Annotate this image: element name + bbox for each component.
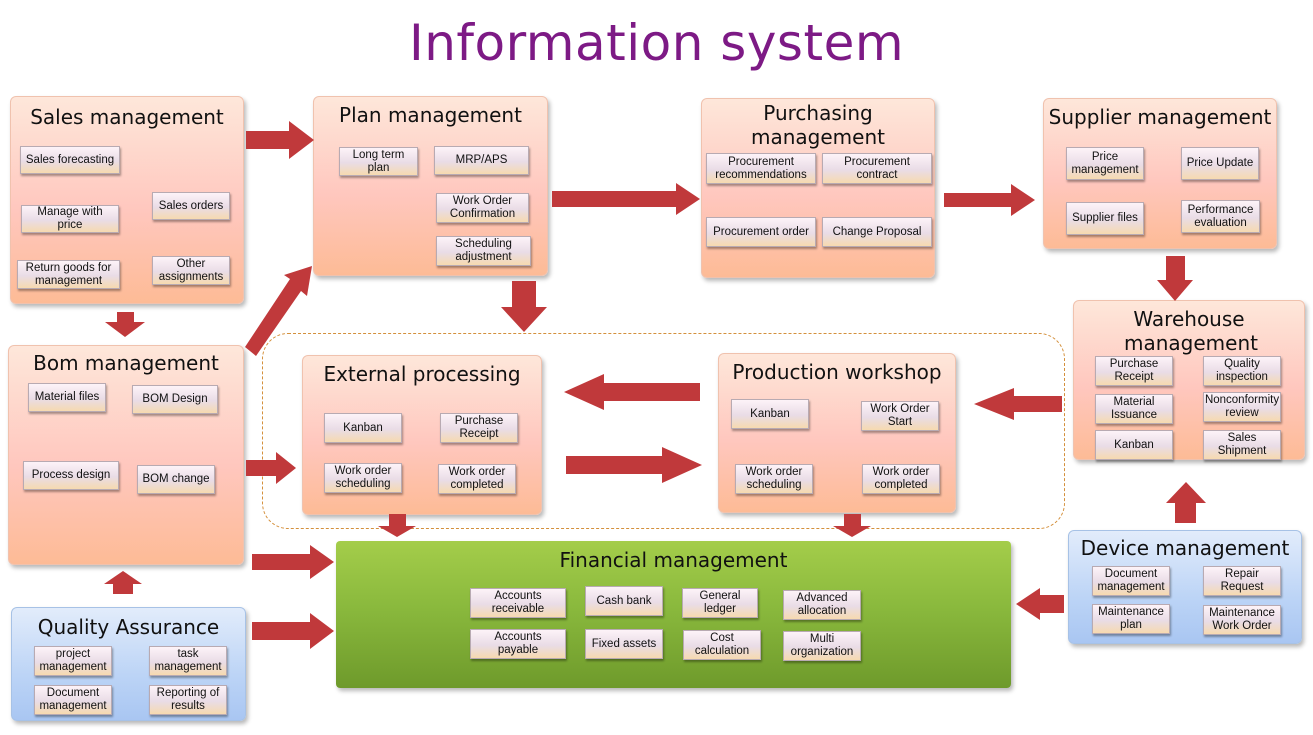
arrow-supplier-to-warehouse [1157,256,1193,301]
procurement-recommendations-item: Procurement recommendations [706,153,816,184]
device-document-management-item: Document management [1092,566,1170,596]
cost-calculation-item: Cost calculation [683,630,761,660]
fixed-assets-item: Fixed assets [585,629,663,659]
external-purchase-receipt-item: Purchase Receipt [440,413,518,443]
plan-management-module: Plan management Long term plan MRP/APS W… [313,96,548,276]
external-work-order-completed-item: Work order completed [438,464,516,494]
sales-management-title: Sales management [30,105,224,129]
warehouse-purchase-receipt-item: Purchase Receipt [1095,356,1173,386]
quality-assurance-module: Quality Assurance project management tas… [11,607,246,721]
quality-inspection-item: Quality inspection [1203,356,1281,386]
work-order-confirmation-item: Work Order Confirmation [436,193,529,223]
external-processing-title: External processing [323,362,521,386]
accounts-receivable-item: Accounts receivable [470,588,566,618]
qa-document-management-item: Document management [34,685,112,715]
arrow-device-to-warehouse [1166,482,1206,523]
reporting-of-results-item: Reporting of results [149,685,227,715]
supplier-files-item: Supplier files [1066,202,1144,235]
performance-evaluation-item: Performance evaluation [1181,200,1260,233]
sales-forecasting-item: Sales forecasting [20,146,120,174]
device-management-module: Device management Document management Re… [1068,530,1302,644]
general-ledger-item: General ledger [682,588,758,618]
quality-assurance-title: Quality Assurance [37,615,220,639]
arrow-warehouse-to-production [974,388,1062,420]
purchasing-management-module: Purchasing management Procurement recomm… [701,98,935,278]
scheduling-adjustment-item: Scheduling adjustment [436,236,531,266]
production-workshop-title: Production workshop [732,360,942,384]
arrow-bom-to-financial [252,545,334,579]
other-assignments-item: Other assignments [152,256,230,285]
financial-management-module: Financial management Accounts receivable… [336,541,1011,688]
device-management-title: Device management [1080,536,1290,560]
sales-management-module: Sales management Sales forecasting Manag… [10,96,244,304]
bom-change-item: BOM change [137,465,215,494]
arrow-quality-to-bom [104,571,142,594]
cash-bank-item: Cash bank [585,586,663,616]
bom-management-title: Bom management [33,351,219,375]
arrow-bom-to-plan [245,266,312,356]
financial-management-title: Financial management [559,548,788,572]
arrow-plan-to-purchasing [552,183,700,215]
warehouse-kanban-item: Kanban [1095,430,1173,460]
long-term-plan-item: Long term plan [339,147,418,176]
supplier-management-title: Supplier management [1048,105,1272,129]
arrow-device-to-financial [1016,588,1064,620]
production-work-order-completed-item: Work order completed [862,464,940,494]
production-group-frame [262,333,1065,529]
accounts-payable-item: Accounts payable [470,629,566,659]
supplier-management-module: Supplier management Price management Pri… [1043,98,1277,249]
arrow-purchasing-to-supplier [944,184,1035,216]
production-kanban-item: Kanban [731,399,809,429]
arrow-production-to-external [564,374,700,410]
production-work-order-scheduling-item: Work order scheduling [735,464,813,494]
warehouse-management-title: Warehouse management [1124,307,1258,355]
arrow-production-to-financial [833,514,871,537]
maintenance-work-order-item: Maintenance Work Order [1203,605,1281,635]
price-update-item: Price Update [1181,147,1259,180]
external-kanban-item: Kanban [324,413,402,443]
multi-organization-item: Multi organization [783,631,861,661]
sales-orders-item: Sales orders [152,192,230,220]
material-files-item: Material files [28,383,106,412]
diagram-title: Information system [408,14,905,72]
plan-management-title: Plan management [339,103,522,127]
external-work-order-scheduling-item: Work order scheduling [324,463,402,493]
advanced-allocation-item: Advanced allocation [783,590,861,620]
manage-with-price-item: Manage with price [21,205,119,233]
production-workshop-module: Production workshop Kanban Work Order St… [718,353,956,513]
arrow-plan-to-production [501,281,547,332]
purchasing-management-title: Purchasing management [751,101,885,149]
arrow-external-to-financial [378,514,416,537]
arrow-quality-to-financial [252,613,334,649]
project-management-item: project management [34,646,112,676]
change-proposal-item: Change Proposal [822,217,932,247]
process-design-item: Process design [23,461,119,490]
warehouse-management-module: Warehouse management Purchase Receipt Qu… [1073,300,1305,460]
nonconformity-review-item: Nonconformity review [1203,392,1281,422]
arrow-bom-to-external [246,452,296,484]
bom-design-item: BOM Design [132,385,218,414]
repair-request-item: Repair Request [1203,566,1281,596]
task-management-item: task management [149,646,227,676]
return-goods-item: Return goods for management [17,260,120,289]
procurement-order-item: Procurement order [706,217,816,247]
arrow-sales-to-plan [246,121,314,159]
bom-management-module: Bom management Material files BOM Design… [8,345,244,565]
maintenance-plan-item: Maintenance plan [1092,604,1170,634]
sales-shipment-item: Sales Shipment [1203,430,1281,460]
price-management-item: Price management [1066,147,1144,180]
external-processing-module: External processing Kanban Purchase Rece… [302,355,542,515]
procurement-contract-item: Procurement contract [822,153,932,184]
arrow-sales-to-bom [105,312,145,337]
mrp-aps-item: MRP/APS [434,146,529,175]
material-issuance-item: Material Issuance [1095,394,1173,424]
work-order-start-item: Work Order Start [861,401,939,431]
arrow-external-to-production [566,447,702,483]
